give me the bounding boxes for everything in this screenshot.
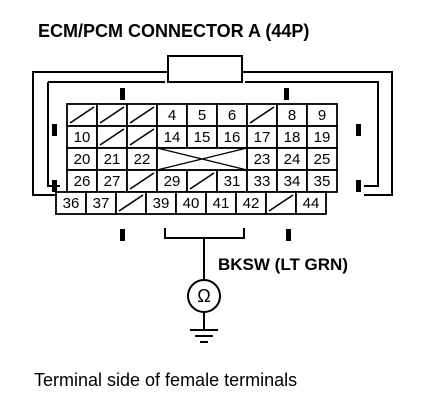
- terminal-number: 41: [213, 195, 230, 212]
- unused-terminal-mark: [99, 128, 125, 146]
- terminal-number: 14: [164, 129, 181, 146]
- unused-terminal-mark: [118, 194, 144, 212]
- unused-terminal-mark: [69, 106, 95, 124]
- terminal-number: 31: [224, 173, 241, 190]
- terminal-number: 42: [243, 195, 260, 212]
- terminal-number: 18: [284, 129, 301, 146]
- terminal-number: 23: [254, 151, 271, 168]
- alignment-tabs: [52, 88, 361, 241]
- terminal-number: 39: [153, 195, 170, 212]
- unused-terminal-mark: [129, 128, 155, 146]
- terminal-cell: [295, 191, 327, 215]
- unused-terminal-mark: [129, 106, 155, 124]
- connector-latch: [167, 55, 243, 83]
- unused-terminal-mark: [99, 106, 125, 124]
- terminal-number: 6: [228, 107, 236, 124]
- diagram-caption: Terminal side of female terminals: [34, 370, 297, 390]
- terminal-grid: 4 5 6 8 9 10 14 15 16 17 18 19 20 21 22 23 24 25 26 27 29 31 3…: [55, 103, 338, 215]
- terminal-number: 20: [74, 151, 91, 168]
- terminal-number: 34: [284, 173, 301, 190]
- connector-housing: [32, 55, 393, 196]
- terminal-number: 35: [314, 173, 331, 190]
- terminal-number: 27: [104, 173, 121, 190]
- wire-label: BKSW (LT GRN): [218, 255, 348, 274]
- terminal-number: 33: [254, 173, 271, 190]
- terminal-number: 40: [183, 195, 200, 212]
- terminal-number: 4: [168, 107, 176, 124]
- terminal-number: 19: [314, 129, 331, 146]
- ohmmeter: Ω: [187, 279, 221, 313]
- terminal-number: 5: [198, 107, 206, 124]
- terminal-number: 9: [318, 107, 326, 124]
- terminal-number: 16: [224, 129, 241, 146]
- unused-terminal-mark: [129, 172, 155, 190]
- unused-terminal-mark: [189, 172, 215, 190]
- terminal-number: 24: [284, 151, 301, 168]
- terminal-number: 44: [303, 195, 320, 212]
- terminal-number: 25: [314, 151, 331, 168]
- terminal-number: 29: [164, 173, 181, 190]
- blank-region-cross: [156, 147, 248, 171]
- terminal-number: 21: [104, 151, 121, 168]
- unused-terminal-mark: [249, 106, 275, 124]
- terminal-number: 22: [134, 151, 151, 168]
- ground-icon: [190, 329, 218, 343]
- terminal-number: 37: [93, 195, 110, 212]
- terminal-number: 36: [63, 195, 80, 212]
- ohm-symbol: Ω: [197, 286, 210, 306]
- terminal-number: 15: [194, 129, 211, 146]
- probe-wire: [164, 228, 245, 330]
- diagram-title: ECM/PCM CONNECTOR A (44P): [38, 21, 309, 41]
- terminal-number: 26: [74, 173, 91, 190]
- terminal-number: 10: [74, 129, 91, 146]
- terminal-number: 17: [254, 129, 271, 146]
- unused-terminal-mark: [268, 194, 294, 212]
- terminal-number: 8: [288, 107, 296, 124]
